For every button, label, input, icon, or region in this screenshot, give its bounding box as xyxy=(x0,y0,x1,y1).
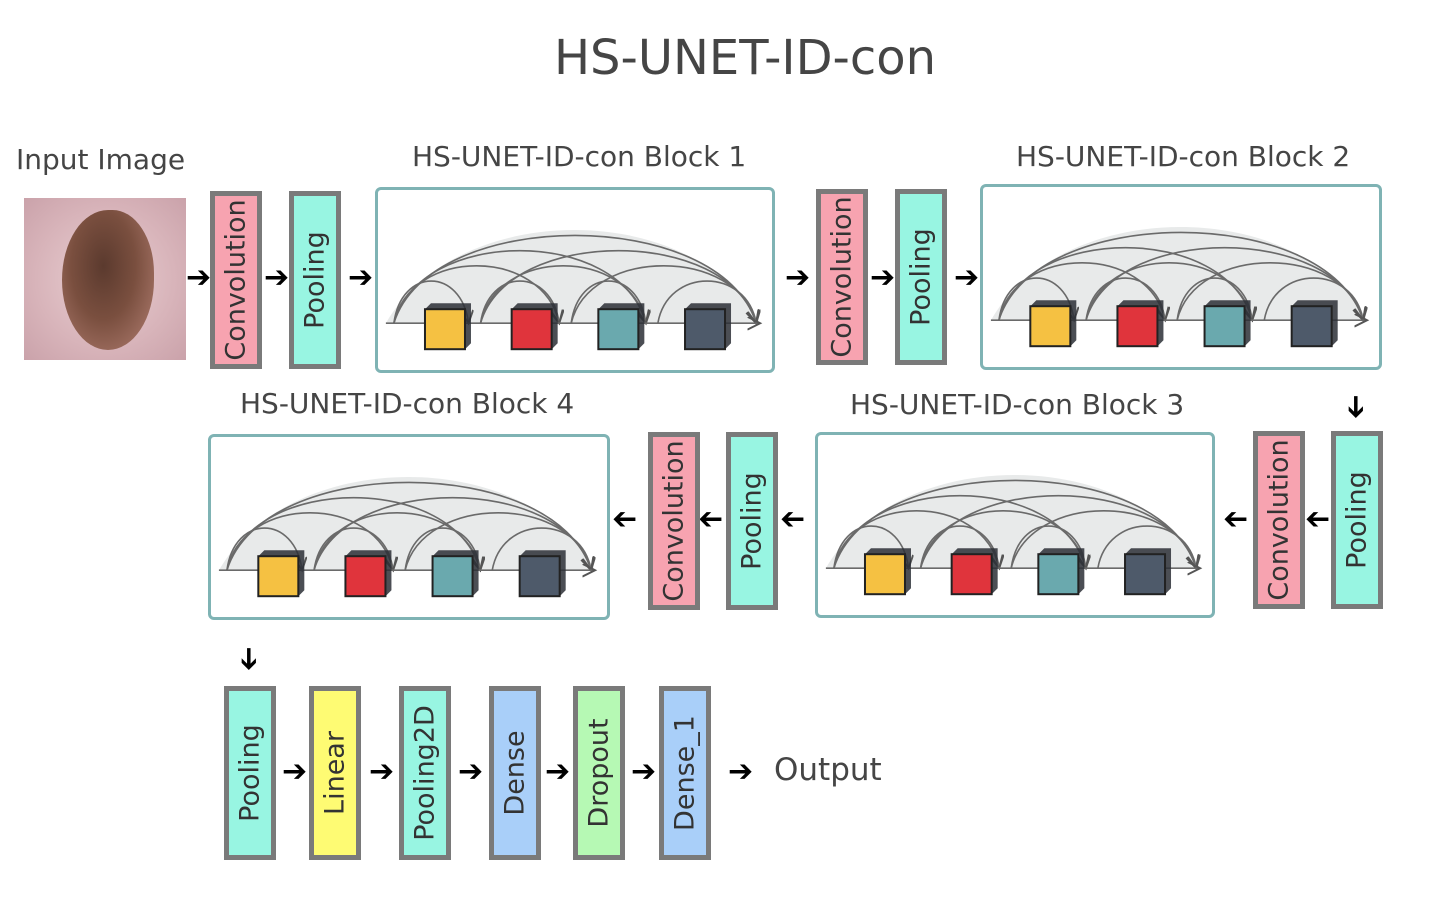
skip-connection-arc xyxy=(1263,277,1363,320)
convolution-label: Convolution xyxy=(220,199,252,361)
dense-block-schematic xyxy=(385,230,772,351)
dense-label: Dense xyxy=(499,730,531,816)
lesion-shape xyxy=(62,210,154,350)
feature-cube xyxy=(1037,548,1085,596)
dense-layer: Dense xyxy=(489,686,541,860)
linear-label: Linear xyxy=(319,731,351,815)
arrow-left-icon: ➔ xyxy=(780,502,806,537)
arrow-right-icon: ➔ xyxy=(631,754,657,789)
dropout-layer: Dropout xyxy=(573,686,625,860)
block-2-label: HS-UNET-ID-con Block 2 xyxy=(1016,140,1351,173)
arrow-right-icon: ➔ xyxy=(348,260,374,295)
skip-connection-arc xyxy=(657,280,756,323)
arrow-left-icon: ➔ xyxy=(612,502,638,537)
pooling-layer: Pooling xyxy=(289,191,341,369)
dense-1-label: Dense_1 xyxy=(669,715,701,831)
convolution-label: Convolution xyxy=(658,440,690,602)
convolution-label: Convolution xyxy=(1263,439,1295,601)
output-label: Output xyxy=(774,752,882,788)
pooling-label: Pooling xyxy=(905,228,937,326)
pooling-label: Pooling xyxy=(234,724,266,822)
block-1 xyxy=(375,187,775,373)
feature-cube xyxy=(423,303,471,351)
convolution-label: Convolution xyxy=(826,196,858,358)
convolution-layer: Convolution xyxy=(648,432,700,610)
feature-cube xyxy=(1116,300,1164,348)
skip-connection-arc xyxy=(1176,262,1363,320)
skip-connection-arc xyxy=(479,265,646,323)
feature-cube xyxy=(431,550,479,598)
arrow-left-icon: ➔ xyxy=(1223,502,1249,537)
arrow-right-icon: ➔ xyxy=(954,260,980,295)
arrow-left-icon: ➔ xyxy=(698,502,724,537)
feature-cube xyxy=(863,548,911,596)
feature-cube xyxy=(597,303,645,351)
skip-connection-arc xyxy=(570,265,756,323)
skip-connection-arc xyxy=(313,512,480,570)
connection-dome xyxy=(218,477,596,571)
pooling-label: Pooling xyxy=(299,231,331,329)
linear-layer: Linear xyxy=(309,686,361,860)
diagram-title: HS-UNET-ID-con xyxy=(553,30,937,86)
skip-connection-arc xyxy=(491,527,591,570)
dense-block-schematic xyxy=(218,477,607,598)
arrow-down-icon: ➔ xyxy=(231,646,267,672)
dense-block-schematic xyxy=(990,227,1379,348)
feature-cube xyxy=(510,303,558,351)
connection-dome xyxy=(825,475,1201,569)
block-1-label: HS-UNET-ID-con Block 1 xyxy=(412,140,747,173)
pooling2d-layer: Pooling2D xyxy=(399,686,451,860)
feature-cube xyxy=(1290,300,1338,348)
arrow-right-icon: ➔ xyxy=(458,754,484,789)
arrow-right-icon: ➔ xyxy=(264,260,290,295)
pooling-layer: Pooling xyxy=(1331,431,1383,609)
convolution-layer: Convolution xyxy=(1253,431,1305,609)
dense-1-layer: Dense_1 xyxy=(659,686,711,860)
feature-cube xyxy=(257,550,305,598)
feature-cube xyxy=(1029,300,1077,348)
arrow-left-icon: ➔ xyxy=(1305,502,1331,537)
convolution-layer: Convolution xyxy=(210,191,262,369)
block-4 xyxy=(208,434,610,620)
arrow-right-icon: ➔ xyxy=(282,754,308,789)
pooling-layer: Pooling xyxy=(224,686,276,860)
feature-cube xyxy=(344,550,392,598)
arrow-right-icon: ➔ xyxy=(545,754,571,789)
arrow-right-icon: ➔ xyxy=(728,754,754,789)
block-3-label: HS-UNET-ID-con Block 3 xyxy=(850,388,1185,421)
connection-dome xyxy=(990,227,1368,321)
feature-cube xyxy=(684,303,732,351)
arrow-right-icon: ➔ xyxy=(186,260,212,295)
pooling-layer: Pooling xyxy=(726,432,778,610)
input-image-label: Input Image xyxy=(16,143,186,176)
skip-connection-arc xyxy=(1085,262,1252,320)
block-4-label: HS-UNET-ID-con Block 4 xyxy=(240,387,575,420)
feature-cube xyxy=(1203,300,1251,348)
feature-cube xyxy=(950,548,998,596)
pooling2d-label: Pooling2D xyxy=(409,705,441,841)
skip-connection-arc xyxy=(1010,510,1196,568)
dense-block-schematic xyxy=(825,475,1212,596)
block-2 xyxy=(980,184,1382,370)
arrow-right-icon: ➔ xyxy=(870,260,896,295)
skip-connection-arc xyxy=(404,512,591,570)
connection-dome xyxy=(385,230,761,324)
dropout-label: Dropout xyxy=(583,718,615,828)
feature-cube xyxy=(1124,548,1172,596)
skip-connection-arc xyxy=(1097,525,1196,568)
arrow-down-icon: ➔ xyxy=(1338,394,1374,420)
block-3 xyxy=(815,432,1215,618)
pooling-label: Pooling xyxy=(736,472,768,570)
pooling-layer: Pooling xyxy=(895,189,947,365)
convolution-layer: Convolution xyxy=(816,189,868,365)
pooling-label: Pooling xyxy=(1341,471,1373,569)
arrow-right-icon: ➔ xyxy=(785,260,811,295)
skip-connection-arc xyxy=(919,510,1086,568)
feature-cube xyxy=(518,550,566,598)
arrow-right-icon: ➔ xyxy=(369,754,395,789)
input-skin-lesion-image xyxy=(24,198,186,360)
